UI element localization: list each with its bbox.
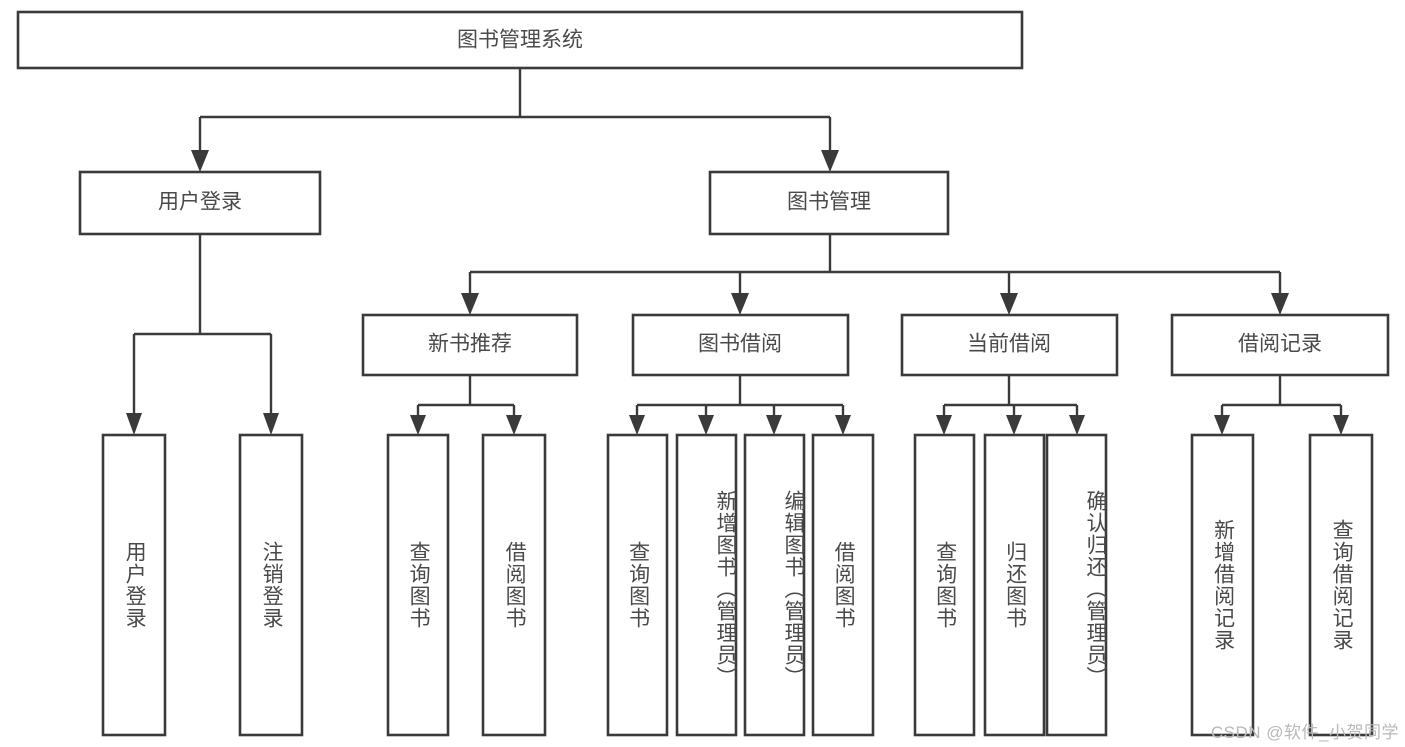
- node-book-manage-label: 图书管理: [787, 191, 871, 214]
- leaf-box-query-record[interactable]: [1308, 433, 1374, 737]
- leaf-box-add-book[interactable]: [675, 433, 738, 737]
- arrow-head-leaf-logout: [263, 413, 279, 435]
- connector-group-book-borrow: [629, 375, 851, 435]
- arrow-head-leaf-query-book-3: [936, 415, 952, 435]
- connector-group-root: [191, 68, 839, 172]
- arrow-head-book-manage: [821, 150, 839, 172]
- node-root-label: 图书管理系统: [457, 29, 583, 52]
- node-new-book-recommend-label: 新书推荐: [428, 333, 512, 356]
- node-book-borrow-label: 图书借阅: [698, 333, 782, 356]
- leaf-box-borrow-book-1[interactable]: [481, 433, 547, 737]
- leaf-box-query-book-2[interactable]: [606, 433, 669, 737]
- node-book-borrow[interactable]: 图书借阅: [631, 313, 850, 377]
- node-user-login-box[interactable]: [78, 170, 322, 236]
- node-book-manage-box[interactable]: [708, 170, 950, 236]
- leaf-box-add-record[interactable]: [1190, 433, 1255, 737]
- connector-group-current-borrow: [936, 375, 1085, 435]
- node-borrow-record-box[interactable]: [1170, 313, 1390, 377]
- leaf-box-edit-book[interactable]: [743, 433, 806, 737]
- connector-group-new-book-recommend: [410, 375, 522, 435]
- arrow-head-current-borrow: [1000, 293, 1018, 315]
- node-root-box[interactable]: [16, 10, 1024, 70]
- node-borrow-record-label: 借阅记录: [1238, 333, 1322, 356]
- arrow-head-leaf-query-book-2: [629, 415, 645, 435]
- connector-group-book-manage: [461, 234, 1289, 315]
- arrow-head-user-login: [191, 150, 209, 172]
- arrow-head-leaf-query-record: [1333, 415, 1349, 435]
- arrow-head-leaf-add-book: [698, 415, 714, 435]
- leaf-box-query-book-1[interactable]: [386, 433, 450, 737]
- leaf-boxes: [101, 433, 1374, 737]
- leaf-box-logout[interactable]: [238, 433, 304, 737]
- connector-group-borrow-record: [1214, 375, 1349, 435]
- arrow-head-leaf-edit-book: [766, 415, 782, 435]
- node-book-borrow-box[interactable]: [631, 313, 850, 377]
- node-current-borrow-box[interactable]: [900, 313, 1119, 377]
- node-current-borrow-label: 当前借阅: [967, 333, 1051, 356]
- node-user-login[interactable]: 用户登录: [78, 170, 322, 236]
- node-user-login-label: 用户登录: [158, 191, 242, 214]
- arrow-head-leaf-borrow-book-2: [835, 415, 851, 435]
- node-book-manage[interactable]: 图书管理: [708, 170, 950, 236]
- node-current-borrow[interactable]: 当前借阅: [900, 313, 1119, 377]
- arrow-head-leaf-query-book-1: [410, 415, 426, 435]
- connector-group-user-login: [126, 234, 279, 435]
- node-root[interactable]: 图书管理系统: [16, 10, 1024, 70]
- watermark-text: CSDN @软件_小贺同学: [1210, 723, 1399, 742]
- node-new-book-recommend-box[interactable]: [361, 313, 579, 377]
- arrow-head-borrow-record: [1271, 293, 1289, 315]
- arrow-head-leaf-borrow-book-1: [506, 415, 522, 435]
- leaf-box-query-book-3[interactable]: [913, 433, 976, 737]
- arrow-head-leaf-confirm-return: [1069, 415, 1085, 435]
- arrow-head-leaf-user-login: [126, 413, 142, 435]
- node-borrow-record[interactable]: 借阅记录: [1170, 313, 1390, 377]
- node-new-book-recommend[interactable]: 新书推荐: [361, 313, 579, 377]
- arrow-head-leaf-add-record: [1214, 415, 1230, 435]
- leaf-box-borrow-book-2[interactable]: [811, 433, 875, 737]
- leaf-box-user-login[interactable]: [101, 433, 167, 737]
- leaf-box-return-book[interactable]: [983, 433, 1046, 737]
- arrow-head-leaf-return-book: [1006, 415, 1022, 435]
- arrow-head-book-borrow: [731, 293, 749, 315]
- arrow-head-new-book-recommend: [461, 293, 479, 315]
- leaf-box-confirm-return[interactable]: [1045, 433, 1108, 737]
